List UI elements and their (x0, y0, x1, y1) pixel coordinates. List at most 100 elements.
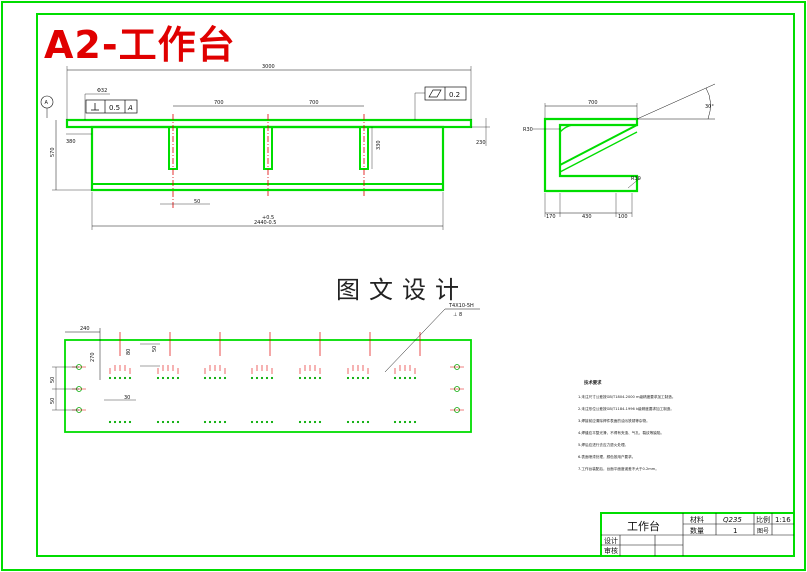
small-hole (213, 376, 217, 380)
plan-dim-hole-gap-2: 50 (50, 398, 56, 404)
hole-callout-line1: T4X10-5H (448, 303, 474, 309)
small-hole (223, 376, 227, 380)
small-hole (366, 420, 370, 424)
small-hole (356, 420, 360, 424)
plan-dim-hole-offset: 30 (124, 395, 130, 401)
title-block-qty-label: 数量 (690, 526, 704, 535)
small-hole (393, 420, 397, 424)
plan-dim-depth-b: 80 (126, 349, 132, 355)
small-hole (255, 376, 259, 380)
tech-note: 7.工作台装配后，台面平面度误差不大于0.2mm。 (578, 466, 659, 471)
small-hole (118, 376, 122, 380)
title-block-material-label: 材料 (690, 515, 704, 524)
small-hole (351, 376, 355, 380)
side-dim-top-length: 700 (588, 100, 598, 106)
plan-view: 240 270 80 50 50 50 30 T4X10-5H ⊥ 8 (50, 303, 480, 433)
tech-note: 5.焊后应进行去应力退火处理。 (578, 442, 628, 447)
small-hole (218, 420, 222, 424)
red-center-ticks (109, 332, 421, 374)
title-block-qty: 1 (733, 527, 737, 535)
frame-body (90, 125, 445, 192)
small-hole (408, 420, 412, 424)
small-hole (308, 376, 312, 380)
small-hole (366, 376, 370, 380)
side-profile (543, 117, 639, 193)
small-hole (166, 376, 170, 380)
small-hole (208, 420, 212, 424)
small-hole (156, 376, 160, 380)
small-hole (346, 420, 350, 424)
small-hole (128, 376, 132, 380)
left-holes (72, 364, 86, 413)
plan-dim-hole-gap-1: 50 (50, 377, 56, 383)
small-hole (260, 420, 264, 424)
flatness-icon (428, 89, 442, 98)
tech-note: 6.表面喷漆处理，颜色按用户要求。 (578, 454, 635, 459)
small-hole (161, 420, 165, 424)
small-hole (270, 420, 274, 424)
small-hole (171, 420, 175, 424)
hole-callout-line2: ⊥ 8 (453, 312, 462, 318)
dim-rib-spacing-1: 700 (214, 100, 224, 106)
small-hole (218, 376, 222, 380)
small-hole (161, 376, 165, 380)
inner-frame (36, 13, 795, 557)
small-hole (403, 376, 407, 380)
tech-note: 3.焊接前应清除焊件表面的油污铁锈等杂物。 (578, 418, 650, 423)
dim-slot-width: 50 (194, 199, 200, 205)
small-hole (361, 376, 365, 380)
small-hole (318, 420, 322, 424)
dim-overall-length: 3000 (262, 64, 275, 70)
dim-left-diameter: Φ32 (97, 88, 107, 94)
small-hole (346, 376, 350, 380)
tech-notes-heading: 技术要求 (584, 379, 602, 386)
title-block: 工作台 材料 Q235 比例 1:16 数量 1 图号 设计 审核 (600, 512, 795, 557)
title-block-material: Q235 (723, 516, 742, 524)
side-dim-angle: 30° (705, 104, 714, 110)
side-dim-bottom-left: 170 (546, 214, 556, 220)
small-hole (203, 376, 207, 380)
small-hole (123, 376, 127, 380)
small-hole (265, 376, 269, 380)
small-hole (318, 376, 322, 380)
side-brace-outer (559, 124, 638, 166)
small-hole (213, 420, 217, 424)
side-dim-bottom-right: 100 (618, 214, 628, 220)
small-hole (250, 376, 254, 380)
side-dim-left-radius: R30 (523, 127, 533, 133)
flatness-frame: 0.2 (414, 86, 467, 120)
plan-dim-left-offset: 240 (80, 326, 90, 332)
small-hole (118, 420, 122, 424)
right-holes (450, 364, 464, 413)
small-hole (108, 420, 112, 424)
side-dim-right-radius: R30 (631, 176, 641, 182)
dim-slot-depth: 330 (376, 140, 382, 150)
dim-left-offset: 380 (66, 139, 76, 145)
tech-note: 2.未注形位公差按GB/T1184-1996 k级精度要求加工制造。 (578, 406, 674, 411)
technical-requirements: 技术要求 1.未注尺寸公差按GB/T1804-2000 m级精度要求加工制造。 … (578, 379, 675, 471)
small-hole (113, 420, 117, 424)
small-hole (171, 376, 175, 380)
side-brace-inner (559, 131, 638, 173)
title-block-design-label: 设计 (604, 536, 618, 545)
small-hole (413, 420, 417, 424)
small-hole (176, 420, 180, 424)
watermark-text: 图文设计 (336, 276, 468, 304)
small-hole (123, 420, 127, 424)
small-hole (156, 420, 160, 424)
small-hole (166, 420, 170, 424)
tech-note: 4.焊缝应平整光滑，不得有夹渣、气孔、裂纹等缺陷。 (578, 430, 664, 435)
small-hole (128, 420, 132, 424)
small-hole (203, 420, 207, 424)
small-hole (408, 376, 412, 380)
small-hole (361, 420, 365, 424)
small-hole (255, 420, 259, 424)
title-block-scale-label: 比例 (756, 515, 770, 524)
small-hole (298, 420, 302, 424)
small-hole (398, 420, 402, 424)
small-hole (308, 420, 312, 424)
plan-outline (64, 339, 472, 433)
lower-hole-row (108, 420, 417, 424)
